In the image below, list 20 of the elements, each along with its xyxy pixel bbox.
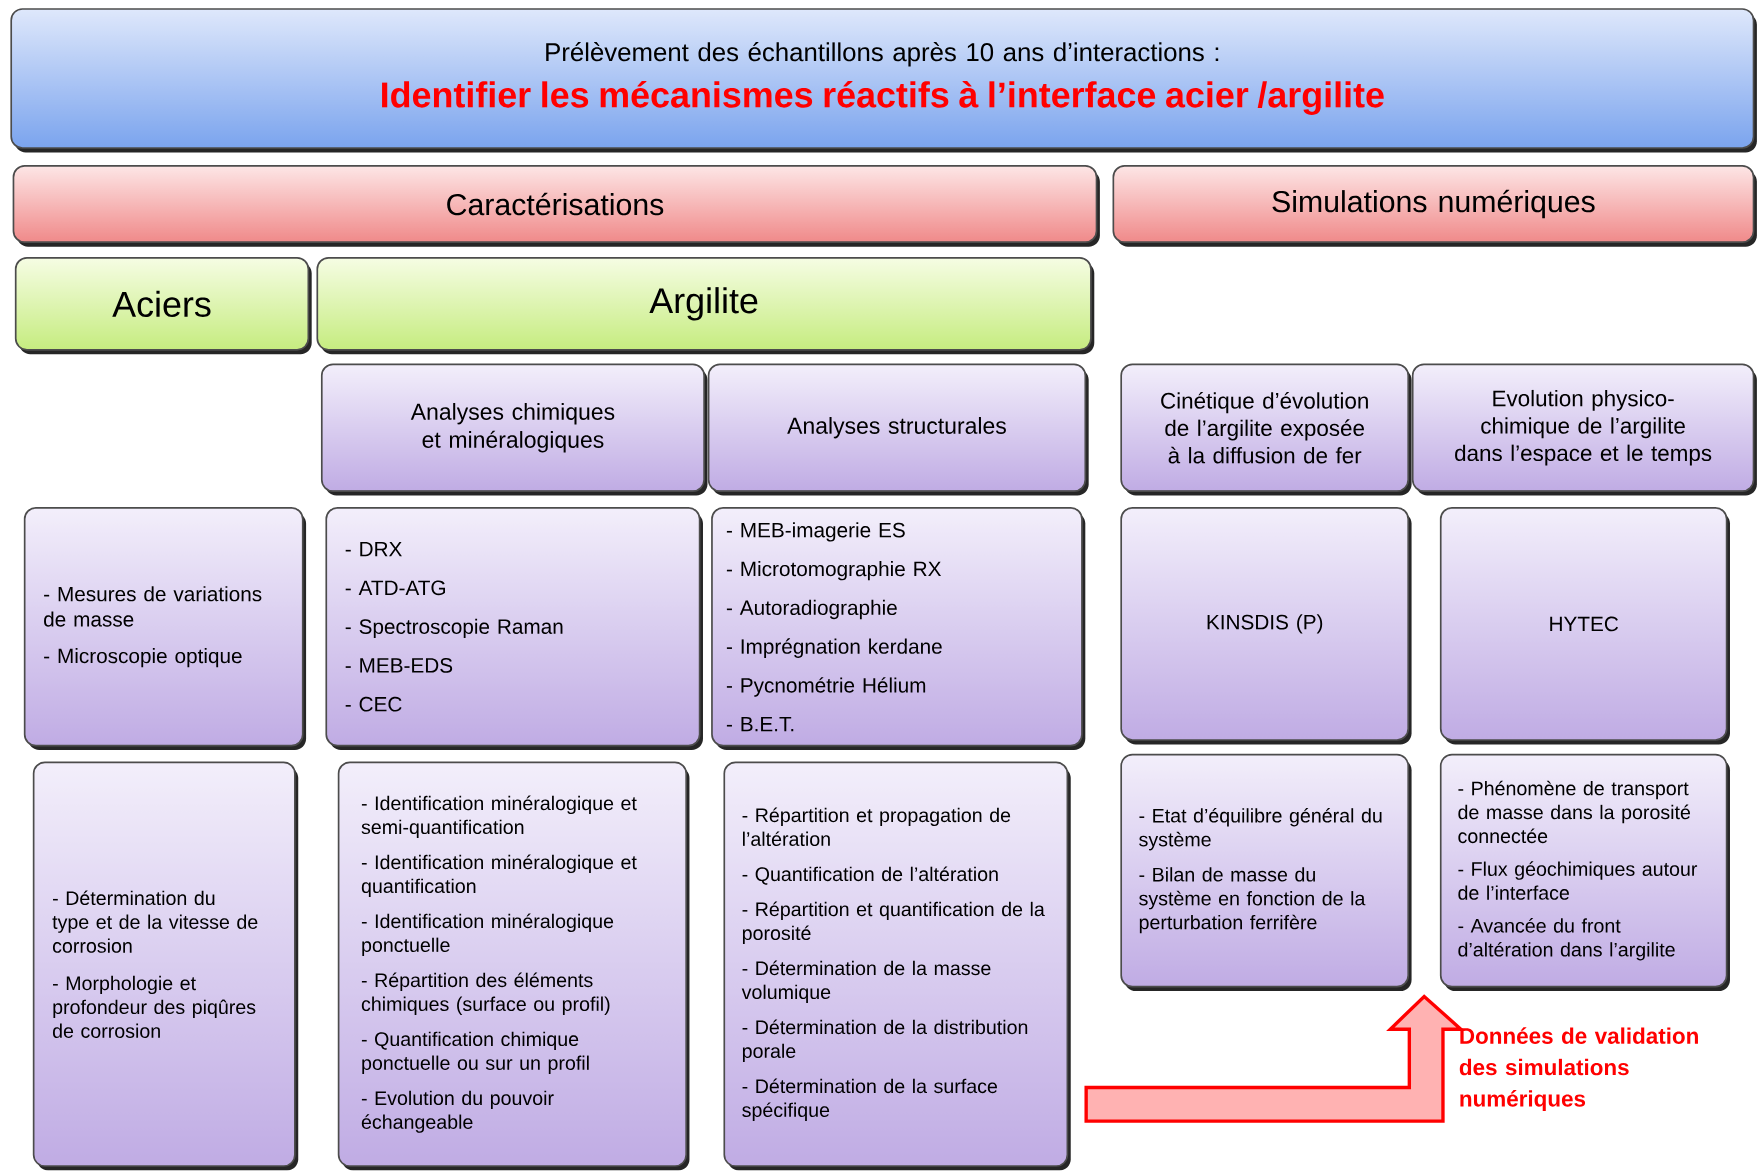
category-box: Analyses structurales xyxy=(707,363,1089,496)
method-box: KINSDIS (P) xyxy=(1120,507,1412,745)
group-header: Aciers xyxy=(14,257,312,355)
method-box: - DRX - ATD-ATG - Spectroscopie Raman - MEB-EDS - CEC xyxy=(325,507,703,751)
method-box: - Mesures de variations de masse - Microscopie optique xyxy=(23,507,307,751)
method-box: - MEB-imagerie ES - Microtomographie RX - Autoradiographie - Imprégnation kerdane - Pycnométrie Hélium - B.E.T. xyxy=(711,507,1086,751)
method-box: - Identification minéralogique et semi-quantification - Identification minéralogique et quantification - Identification minéralogique ponctuelle - Répartition des éléments chimiques (surface ou profil) - Quantification chimique ponctuelle ou sur un profil - Evolution du pouvoir échangeable xyxy=(337,761,690,1171)
method-box: - Phénomène de transport de masse dans la porosité connectée - Flux géochimiques autour de l’interface - Avancée du front d’altération dans l’argilite xyxy=(1439,753,1730,992)
category-box: Cinétique d’évolution de l’argilite exposée à la diffusion de fer xyxy=(1120,363,1412,496)
method-box: HYTEC xyxy=(1439,507,1730,745)
method-box: - Répartition et propagation de l’altération - Quantification de l’altération - Répartition et quantification de la porosité - Détermination de la masse volumique - Détermination de la distribution porale - Détermination de la surface spécifique xyxy=(723,761,1071,1171)
group-header: Argilite xyxy=(316,257,1095,355)
section-header: Caractérisations xyxy=(12,165,1100,247)
method-box: - Détermination du type et de la vitesse de corrosion - Morphologie et profondeur des piqûres de corrosion xyxy=(32,761,299,1171)
category-box: Analyses chimiques et minéralogiques xyxy=(320,363,708,496)
category-box: Evolution physico-chimique de l’argilite dans l’espace et le temps xyxy=(1411,363,1757,496)
title-banner: Prélèvement des échantillons après 10 ans d’interactions : Identifier les mécanismes réactifs à l’interface acier /argilite xyxy=(10,8,1757,153)
note-text: Données de validation des simulations numériques xyxy=(1459,1027,1698,1112)
section-header: Simulations numériques xyxy=(1112,165,1757,247)
method-box: - Etat d’équilibre général du système - Bilan de masse du système en fonction de la perturbation ferrifère xyxy=(1120,753,1412,992)
